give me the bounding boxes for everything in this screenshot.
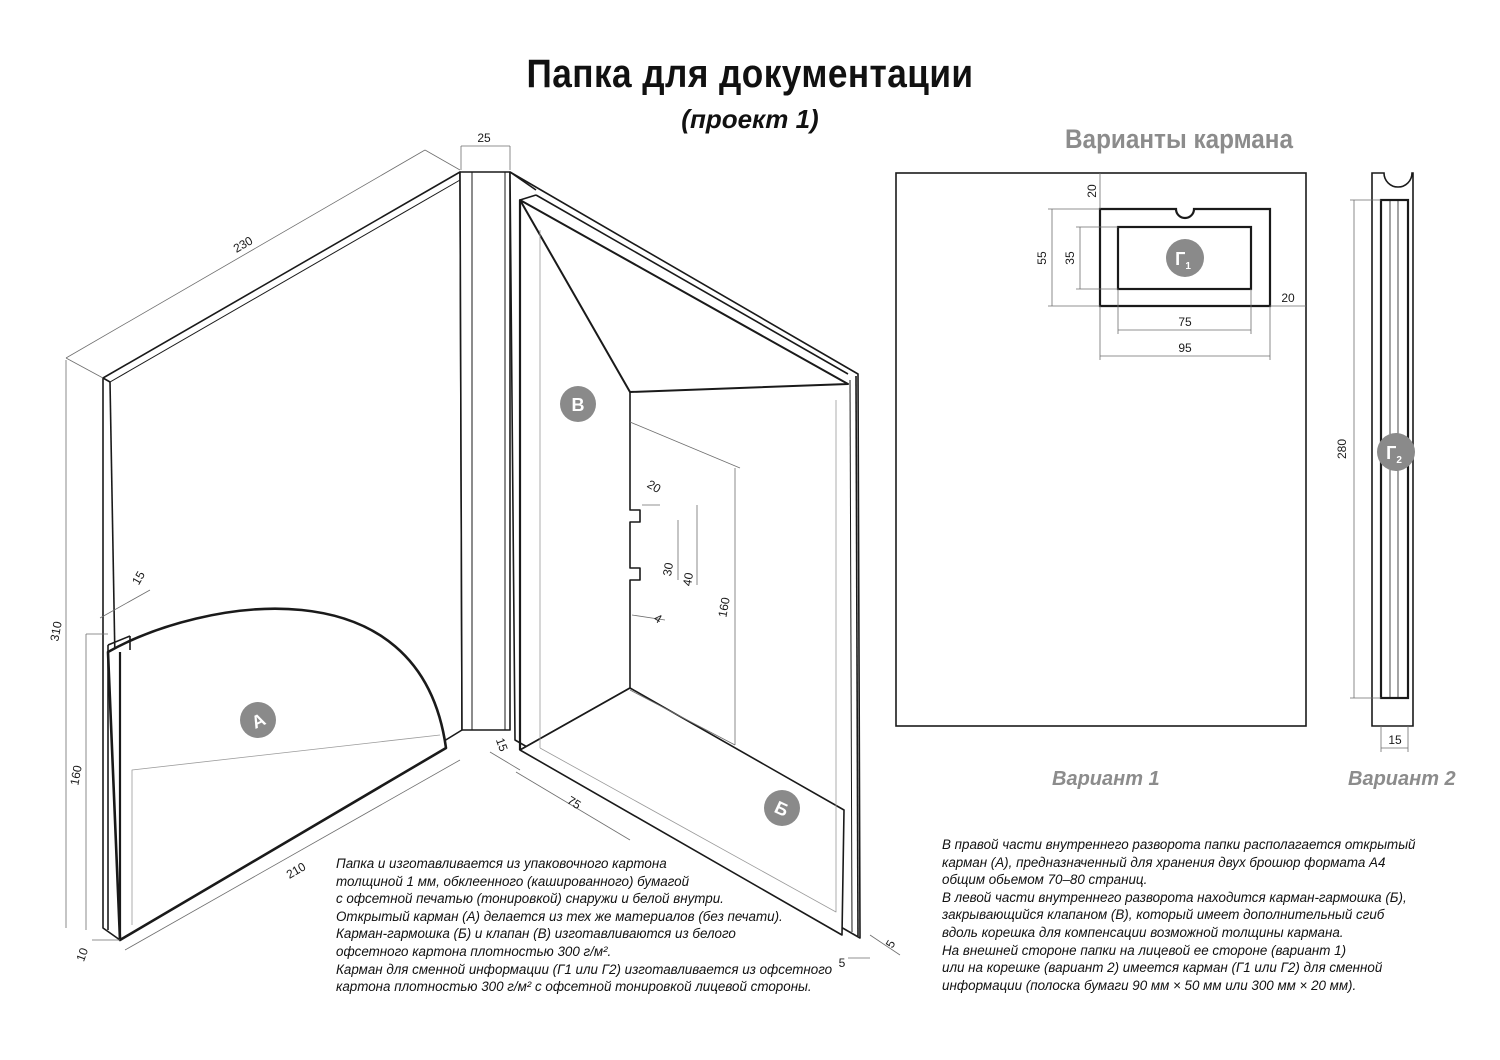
- dim-230: 230: [231, 233, 256, 255]
- dim-15-top: 15: [129, 568, 148, 587]
- spine: [459, 171, 511, 731]
- dim-v1-55: 55: [1035, 251, 1049, 265]
- right-note-line: общим обьемом 70–80 страниц.: [942, 872, 1148, 888]
- left-note-line: Папка и изготавливается из упаковочного …: [336, 856, 667, 871]
- pocket-a: [106, 607, 448, 942]
- left-note-line: Открытый карман (А) делается из тех же м…: [336, 908, 783, 924]
- dim-v1-75: 75: [1178, 315, 1192, 329]
- variant2-label: Вариант 2: [1348, 768, 1456, 790]
- left-note-line: толщиной 1 мм, обклеенного (кашированног…: [336, 873, 690, 889]
- svg-text:В: В: [572, 395, 585, 415]
- marker-g1-icon: Г1: [1166, 239, 1204, 277]
- marker-a-icon: А: [240, 702, 276, 738]
- dim-v2-15: 15: [1388, 733, 1402, 747]
- right-note-line: карман (А), предназначенный для хранения…: [942, 854, 1386, 870]
- dim-5-side: 5: [883, 937, 899, 950]
- dim-gusset: 15: [493, 736, 511, 754]
- right-note-line: В левой части внутреннего разворота нахо…: [942, 889, 1407, 905]
- right-description: В правой части внутреннего разворота пап…: [942, 836, 1416, 994]
- flap-v: [519, 199, 849, 393]
- page-title: Папка для документации: [526, 52, 974, 96]
- dim-40: 40: [680, 571, 696, 587]
- pocket-b: [519, 687, 845, 936]
- page-subtitle: (проект 1): [681, 104, 819, 134]
- svg-text:Г2: Г2: [1386, 443, 1402, 466]
- dim-30: 30: [660, 561, 676, 577]
- right-note-line: информации (полоска бумаги 90 мм × 50 мм…: [942, 977, 1357, 993]
- right-note-line: или на корешке (вариант 2) имеется карма…: [942, 960, 1383, 976]
- svg-text:Г1: Г1: [1175, 249, 1191, 272]
- right-note-line: В правой части внутреннего разворота пап…: [942, 837, 1416, 852]
- dim-20-flap: 20: [645, 477, 664, 496]
- dim-160-right: 160: [715, 596, 732, 618]
- variant1-drawing: [895, 172, 1307, 727]
- dim-v1-right: 20: [1281, 291, 1295, 305]
- dim-v1-top: 20: [1085, 184, 1099, 198]
- left-note-line: офсетного картона плотностью 300 г/м².: [336, 943, 612, 959]
- right-note-line: закрывающийся клапаном (В), который имее…: [942, 907, 1385, 923]
- left-note-line: Карман-гармошка (Б) и клапан (В) изготав…: [336, 926, 736, 942]
- left-note-line: картона плотностью 300 г/м² с офсетной т…: [336, 979, 812, 995]
- marker-v-icon: В: [560, 386, 596, 422]
- marker-g2-icon: Г2: [1377, 433, 1415, 471]
- dim-75: 75: [565, 793, 584, 812]
- left-description: Папка и изготавливается из упаковочного …: [336, 855, 832, 996]
- dim-v2-280: 280: [1335, 439, 1349, 459]
- left-note-line: с офсетной печатью (тонировкой) снаружи …: [336, 891, 724, 907]
- variants-heading: Варианты кармана: [1065, 124, 1294, 154]
- left-note-line: Карман для сменной информации (Г1 или Г2…: [336, 961, 833, 977]
- variant1-label: Вариант 1: [1052, 768, 1160, 790]
- right-note-line: вдоль корешка для компенсации возможной …: [942, 924, 1344, 940]
- dim-310: 310: [47, 620, 64, 642]
- dim-160-left: 160: [67, 764, 84, 786]
- right-note-line: На внешней стороне папки на лицевой ее с…: [942, 942, 1347, 958]
- dim-v1-35: 35: [1063, 251, 1077, 265]
- dim-210: 210: [284, 859, 309, 881]
- dim-10: 10: [73, 946, 91, 964]
- marker-b-icon: Б: [764, 790, 800, 826]
- dim-spine: 25: [477, 131, 491, 145]
- dim-v1-95: 95: [1178, 341, 1192, 355]
- dim-5-bottom: 5: [839, 956, 846, 970]
